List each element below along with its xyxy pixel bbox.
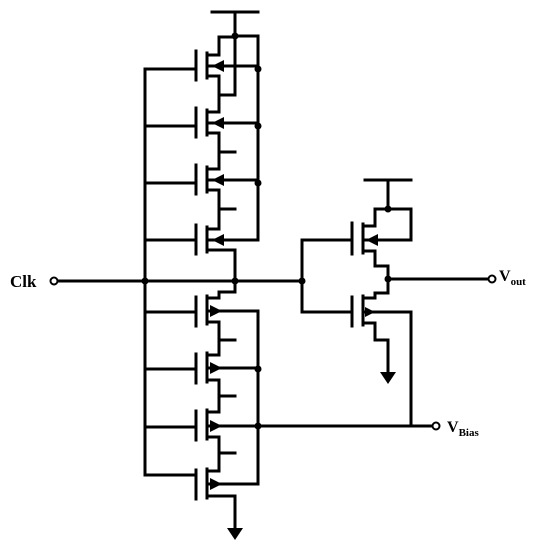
pmos-stack — [194, 34, 260, 283]
vbias-label: VBias — [447, 419, 479, 439]
nmos-stack — [194, 279, 260, 540]
clk-label: Clk — [10, 272, 37, 291]
vout-label: Vout — [499, 268, 526, 288]
gate-bus — [143, 67, 198, 500]
vdd-rail-left — [210, 10, 260, 38]
vbias-input: VBias — [256, 419, 479, 439]
output-inverter: Vout — [233, 207, 526, 428]
clk-input: Clk — [10, 272, 237, 291]
vdd-rail-right — [363, 178, 413, 211]
